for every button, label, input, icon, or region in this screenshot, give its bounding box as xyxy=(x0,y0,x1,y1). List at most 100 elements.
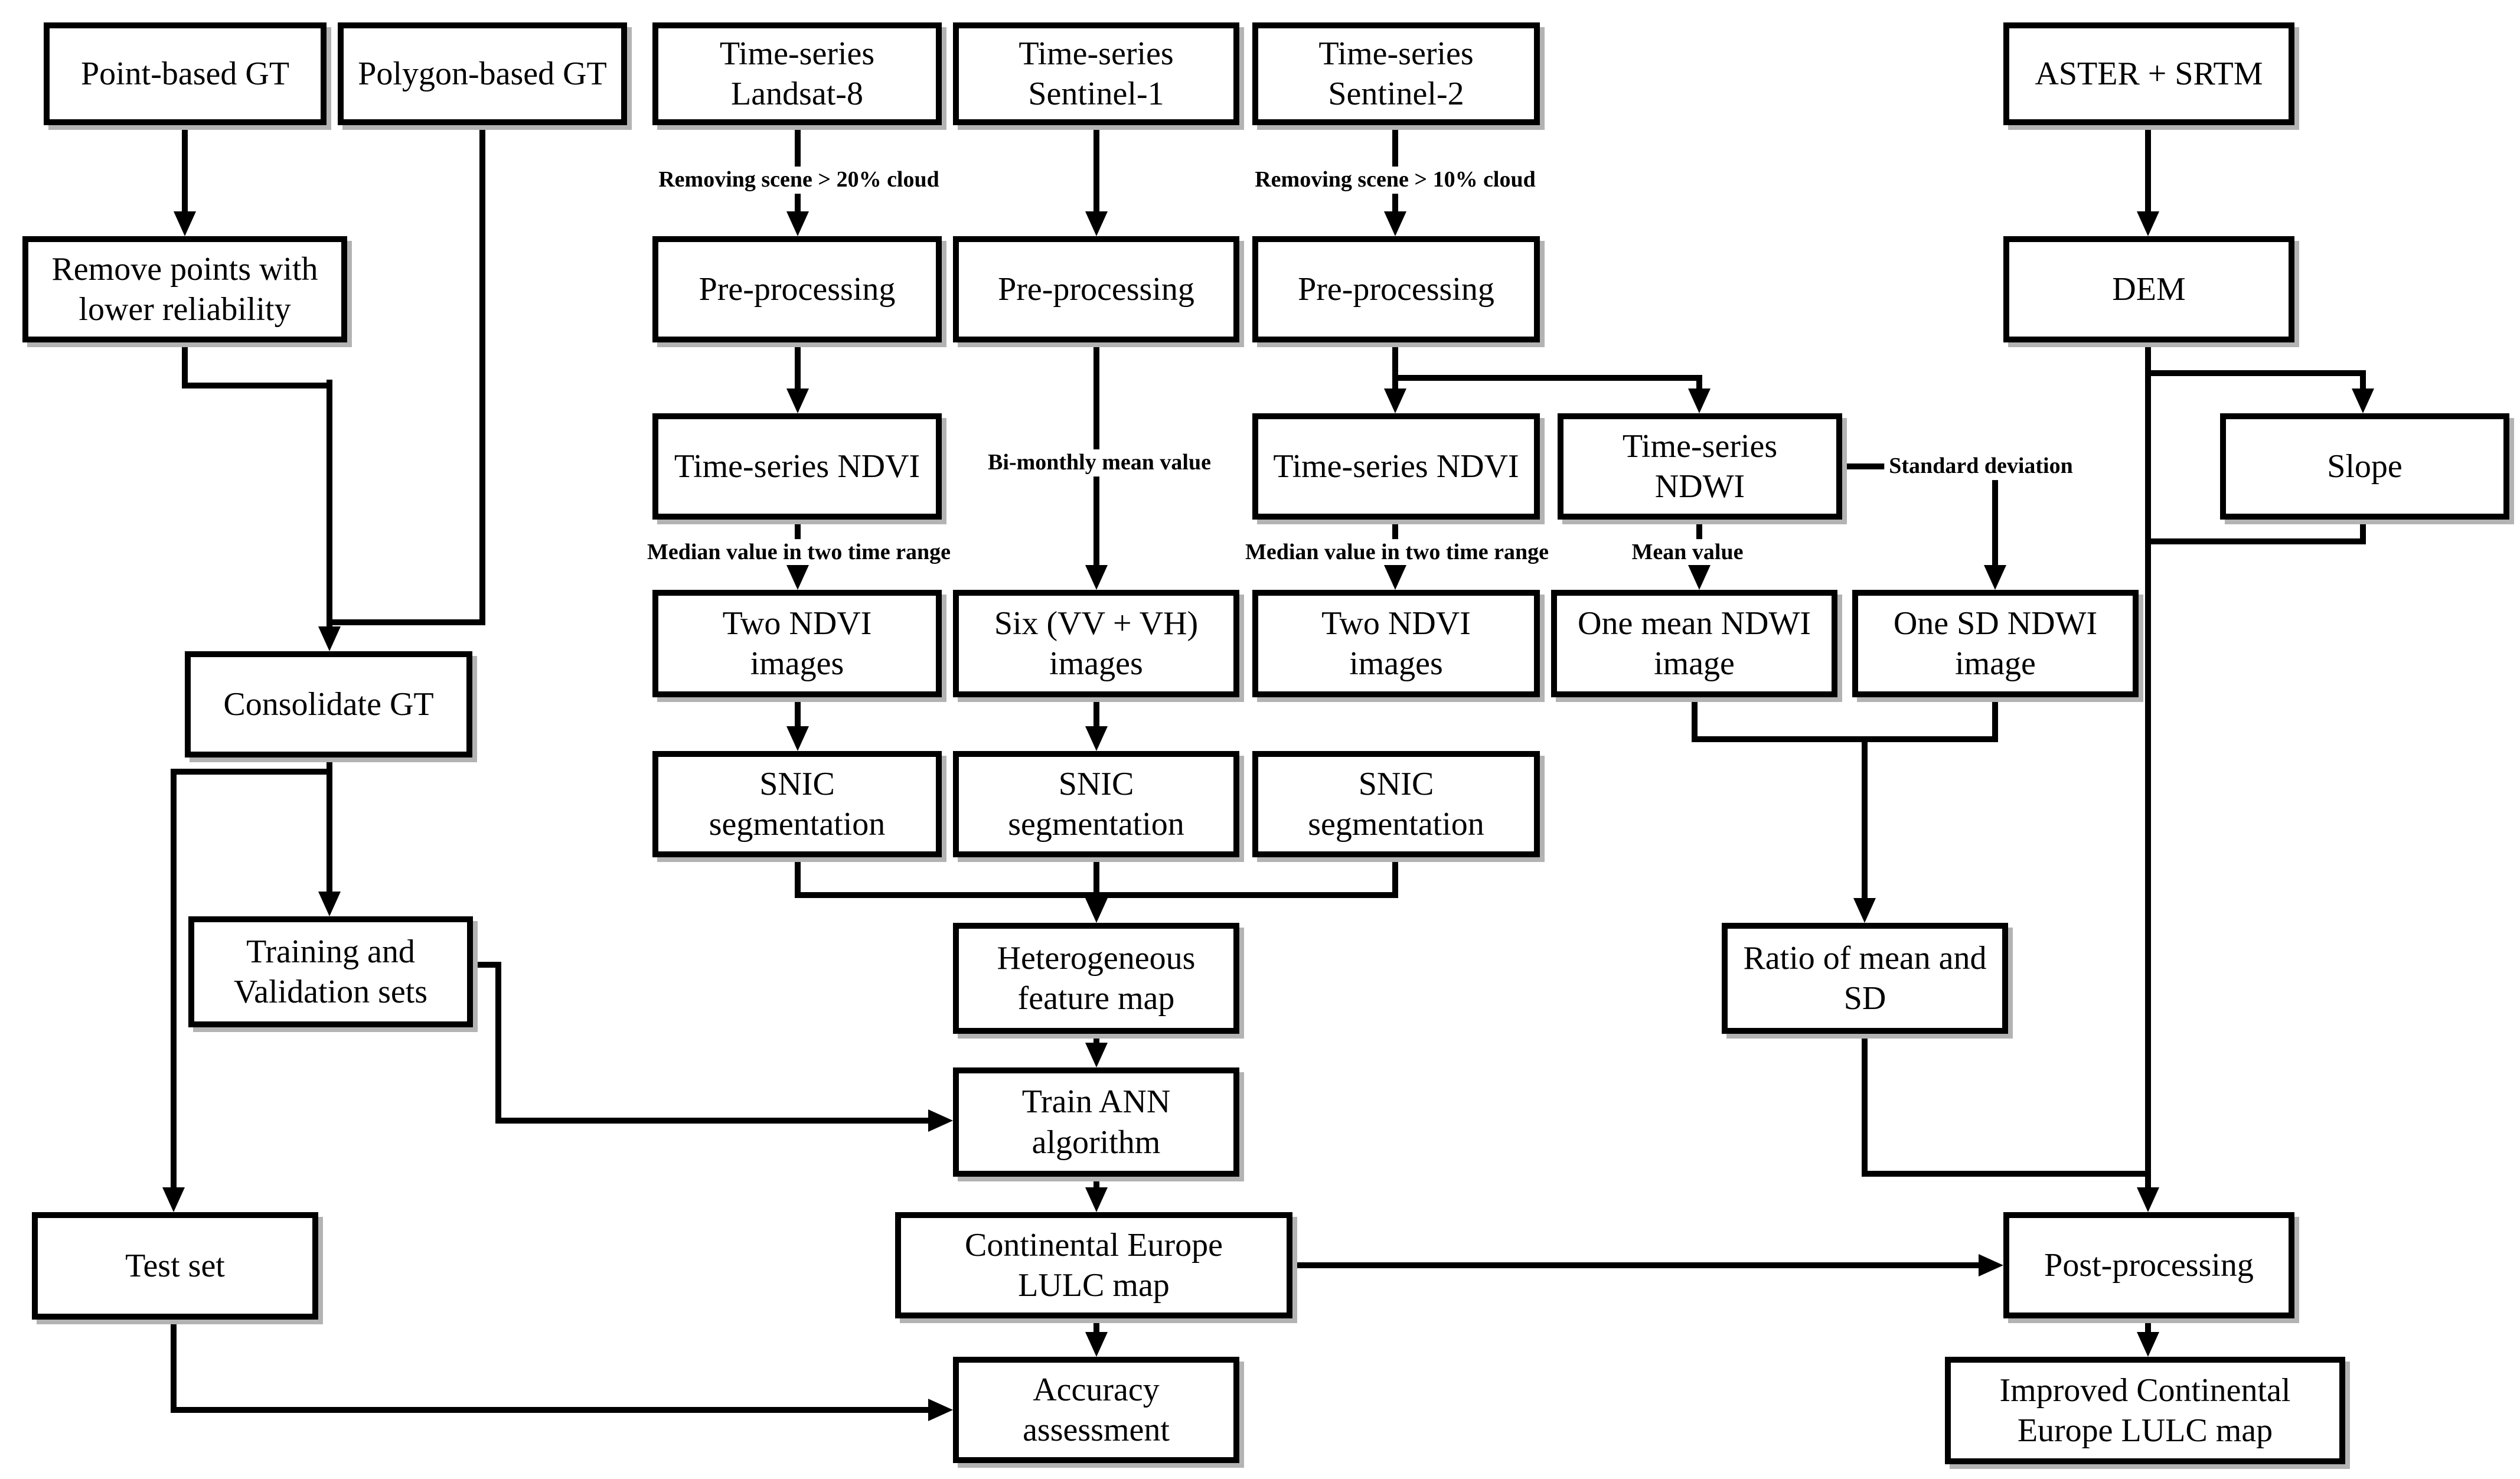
edge-label-mean-value: Mean value xyxy=(1627,539,1748,566)
connector-segment xyxy=(1992,463,1998,567)
connector-segment xyxy=(795,892,1398,898)
arrowhead-down-icon xyxy=(1085,565,1108,590)
node-dem: DEM xyxy=(2003,236,2294,342)
connector-segment xyxy=(182,383,332,388)
connector-segment xyxy=(171,769,332,775)
connector-segment xyxy=(2145,125,2151,214)
node-preprocessing-l8: Pre-processing xyxy=(652,236,942,342)
arrowhead-down-icon xyxy=(1085,211,1108,236)
connector-segment xyxy=(2145,538,2366,544)
connector-segment xyxy=(1862,736,1868,899)
connector-segment xyxy=(479,125,485,625)
edge-label-median-two-range-l8: Median value in two time range xyxy=(642,539,956,566)
arrowhead-right-icon xyxy=(928,1399,953,1421)
node-ts-ndvi-s2: Time-series NDVI xyxy=(1252,413,1540,520)
connector-segment xyxy=(795,697,801,729)
node-ts-sentinel2: Time-series Sentinel-2 xyxy=(1252,22,1540,125)
connector-segment xyxy=(171,1320,177,1413)
edge-label-median-two-range-s2: Median value in two time range xyxy=(1240,539,1554,566)
connector-segment xyxy=(2145,1318,2151,1334)
connector-segment xyxy=(182,342,188,388)
arrowhead-down-icon xyxy=(1384,565,1406,590)
arrowhead-down-icon xyxy=(2137,1332,2159,1357)
connector-segment xyxy=(1392,342,1398,391)
connector-segment xyxy=(171,769,177,1190)
connector-segment xyxy=(2360,370,2366,391)
arrowhead-down-icon xyxy=(1085,1187,1108,1212)
connector-segment xyxy=(1093,697,1099,729)
connector-segment xyxy=(1093,1318,1099,1334)
arrowhead-down-icon xyxy=(1384,211,1406,236)
node-heterogeneous-feature-map: Heterogeneous feature map xyxy=(953,923,1239,1034)
node-point-gt: Point-based GT xyxy=(44,22,327,125)
node-two-ndvi-l8: Two NDVI images xyxy=(652,590,942,697)
node-one-mean-ndwi: One mean NDWI image xyxy=(1551,590,1837,697)
connector-segment xyxy=(1093,1177,1099,1190)
connector-segment xyxy=(795,342,801,391)
node-improved-lulc: Improved Continental Europe LULC map xyxy=(1945,1357,2345,1464)
node-six-vv-vh: Six (VV + VH) images xyxy=(953,590,1239,697)
connector-segment xyxy=(1692,736,1998,742)
arrowhead-down-icon xyxy=(2137,1187,2159,1212)
arrowhead-down-icon xyxy=(1984,565,2006,590)
arrowhead-down-icon xyxy=(786,726,809,751)
arrowhead-down-icon xyxy=(2352,388,2374,413)
node-preprocessing-s2: Pre-processing xyxy=(1252,236,1540,342)
node-ts-ndwi: Time-series NDWI xyxy=(1558,413,1842,520)
edge-label-removing-20-cloud: Removing scene > 20% cloud xyxy=(654,166,944,194)
connector-segment xyxy=(327,380,332,629)
arrowhead-down-icon xyxy=(318,626,341,651)
arrowhead-down-icon xyxy=(1085,1332,1108,1357)
connector-segment xyxy=(473,962,501,968)
arrowhead-down-icon xyxy=(786,388,809,413)
node-train-ann: Train ANN algorithm xyxy=(953,1067,1239,1177)
arrowhead-down-icon xyxy=(1085,898,1108,923)
node-snic-s1: SNIC segmentation xyxy=(953,751,1239,857)
connector-segment xyxy=(1392,857,1398,898)
arrowhead-down-icon xyxy=(786,211,809,236)
arrowhead-down-icon xyxy=(1085,726,1108,751)
connector-segment xyxy=(498,1118,931,1124)
edge-label-bimonthly-mean: Bi-monthly mean value xyxy=(983,449,1216,476)
node-remove-points: Remove points with lower reliability xyxy=(22,236,347,342)
connector-segment xyxy=(1392,375,1702,381)
edge-label-removing-10-cloud: Removing scene > 10% cloud xyxy=(1250,166,1540,194)
edge-label-standard-deviation: Standard deviation xyxy=(1884,453,2078,480)
node-two-ndvi-s2: Two NDVI images xyxy=(1252,590,1540,697)
node-ts-landsat8: Time-series Landsat-8 xyxy=(652,22,942,125)
connector-segment xyxy=(2360,520,2366,544)
arrowhead-down-icon xyxy=(2137,211,2159,236)
arrowhead-down-icon xyxy=(318,892,341,916)
arrowhead-right-icon xyxy=(928,1109,953,1132)
node-ts-ndvi-l8: Time-series NDVI xyxy=(652,413,942,520)
node-polygon-gt: Polygon-based GT xyxy=(338,22,627,125)
node-continental-lulc: Continental Europe LULC map xyxy=(895,1212,1292,1318)
node-test-set: Test set xyxy=(32,1212,318,1320)
connector-segment xyxy=(1692,697,1698,742)
connector-segment xyxy=(182,125,188,214)
node-snic-l8: SNIC segmentation xyxy=(652,751,942,857)
node-post-processing: Post-processing xyxy=(2003,1212,2294,1318)
node-consolidate-gt: Consolidate GT xyxy=(185,651,472,758)
connector-segment xyxy=(327,758,332,894)
connector-segment xyxy=(327,619,485,625)
node-preprocessing-s1: Pre-processing xyxy=(953,236,1239,342)
connector-segment xyxy=(1862,1171,2151,1177)
arrowhead-down-icon xyxy=(1688,565,1711,590)
connector-segment xyxy=(1992,697,1998,742)
arrowhead-right-icon xyxy=(1979,1254,2003,1276)
connector-segment xyxy=(2145,370,2366,376)
connector-segment xyxy=(1093,1034,1099,1046)
connector-segment xyxy=(1862,1034,1868,1177)
connector-segment xyxy=(171,1407,931,1413)
arrowhead-down-icon xyxy=(162,1187,185,1212)
node-ratio-mean-sd: Ratio of mean and SD xyxy=(1722,923,2008,1034)
node-accuracy-assessment: Accuracy assessment xyxy=(953,1357,1239,1463)
node-one-sd-ndwi: One SD NDWI image xyxy=(1852,590,2139,697)
arrowhead-down-icon xyxy=(1853,898,1876,923)
arrowhead-down-icon xyxy=(1688,388,1711,413)
node-aster-srtm: ASTER + SRTM xyxy=(2003,22,2294,125)
arrowhead-down-icon xyxy=(174,211,196,236)
connector-segment xyxy=(1093,857,1099,899)
